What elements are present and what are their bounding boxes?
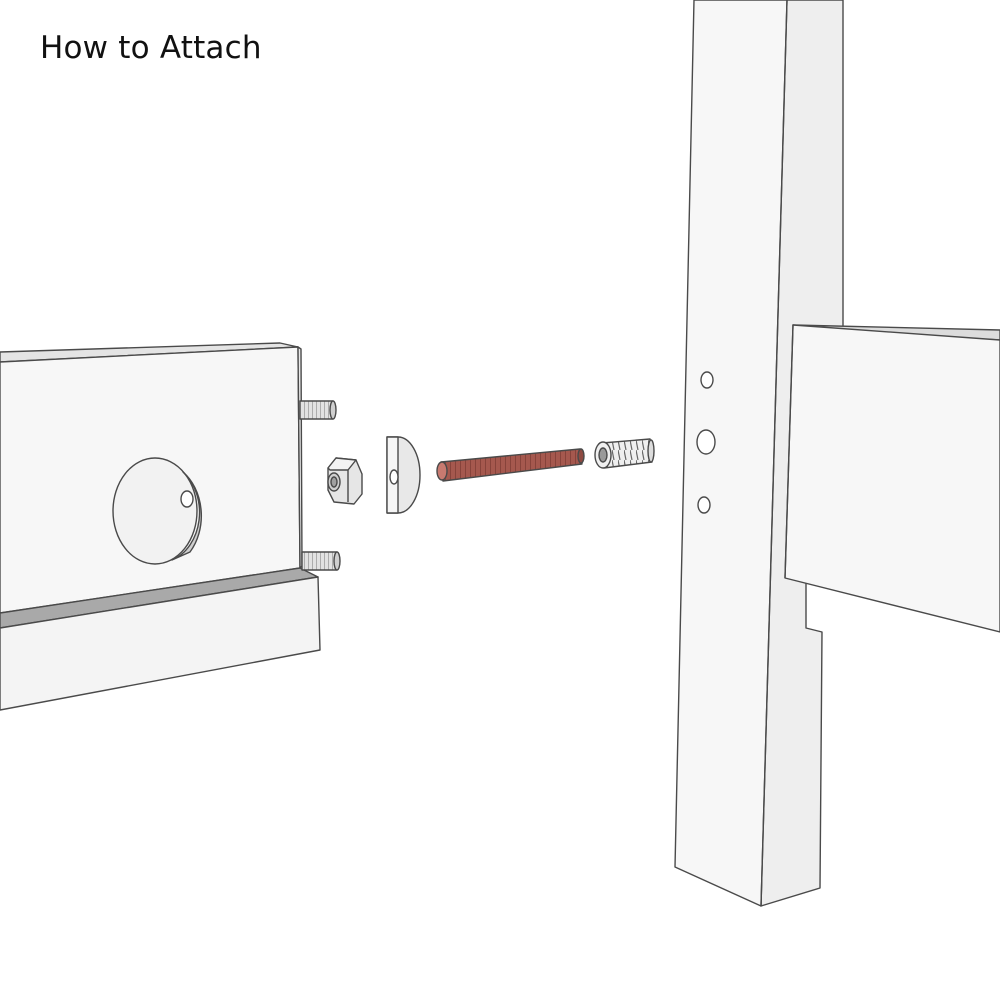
headboard-face [784, 324, 1000, 633]
dowel-pin-top [299, 400, 337, 420]
counterbore-bolt-hole [180, 490, 194, 508]
diagram-title: How to Attach [40, 30, 262, 66]
bed-rail [0, 342, 341, 711]
post-hole-bottom [697, 496, 711, 514]
post-hole-top [700, 371, 714, 389]
hex-nut [327, 457, 363, 505]
half-round-washer [386, 436, 421, 514]
threaded-insert [594, 438, 655, 469]
bed-rail-ledge-face [0, 576, 321, 711]
rail-counterbore [112, 457, 198, 565]
headboard-panel [784, 324, 1000, 633]
threaded-rod [436, 448, 585, 482]
counterbore-wall [171, 471, 203, 561]
dowel-pin-bottom [301, 551, 341, 571]
post-hole-middle [696, 429, 716, 455]
